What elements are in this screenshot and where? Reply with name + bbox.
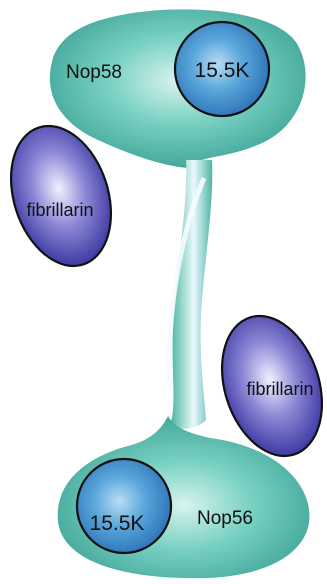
bottom-complex-label: Nop56 bbox=[197, 508, 253, 529]
bottom-subunit-15-5k: 15.5K bbox=[77, 459, 171, 553]
top-complex-label: Nop58 bbox=[66, 62, 122, 83]
top-complex-body bbox=[50, 9, 306, 168]
top-subunit-15-5k: 15.5K bbox=[175, 22, 269, 116]
stem-body bbox=[171, 160, 212, 429]
top-complex bbox=[50, 9, 306, 168]
top-subunit-label: 15.5K bbox=[195, 59, 250, 82]
connecting-stem bbox=[169, 160, 212, 429]
bottom-subunit-circle bbox=[77, 459, 171, 553]
right-fibrillarin-label: fibrillarin bbox=[246, 379, 313, 399]
bottom-subunit-label: 15.5K bbox=[90, 512, 145, 535]
left-fibrillarin-label: fibrillarin bbox=[26, 200, 93, 220]
